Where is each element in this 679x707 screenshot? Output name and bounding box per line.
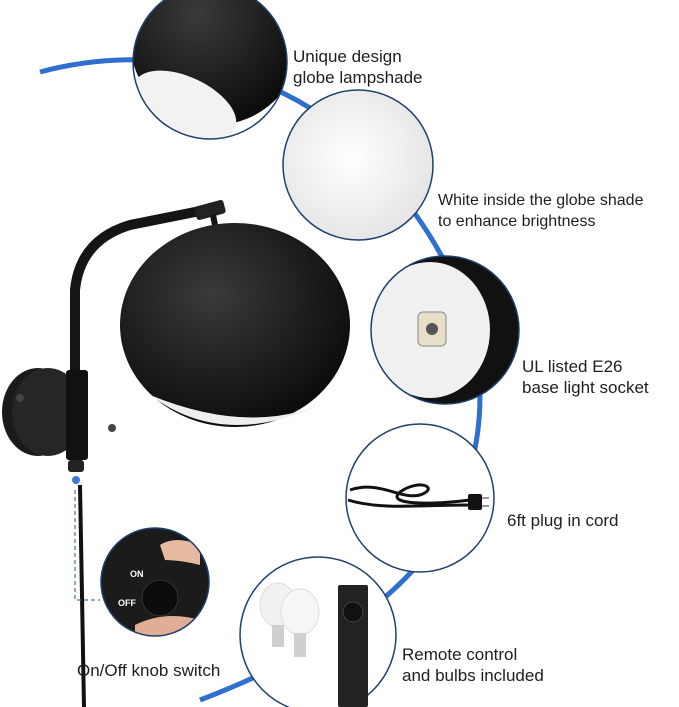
knob-off-label: OFF (118, 598, 136, 608)
knob-on-label: ON (130, 569, 144, 579)
bulb-icon (280, 588, 320, 657)
feature-label-white-inside: White inside the globe shade to enhance … (438, 192, 644, 230)
feature-label-knob: On/Off knob switch (77, 661, 221, 680)
knob-circle: ON OFF (100, 527, 210, 637)
white-inside-circle (282, 89, 434, 241)
cord-circle (345, 423, 495, 573)
globe-detail-circle (132, 0, 288, 140)
socket-circle (370, 255, 520, 405)
feature-label-globe: Unique design globe lampshade (293, 47, 423, 87)
feature-label-remote-bulbs: Remote control and bulbs included (402, 645, 544, 685)
bulbs-remote-circle (239, 556, 397, 707)
feature-label-cord: 6ft plug in cord (507, 511, 619, 530)
wall-lamp (2, 200, 350, 707)
feature-label-socket: UL listed E26 base light socket (522, 357, 649, 397)
